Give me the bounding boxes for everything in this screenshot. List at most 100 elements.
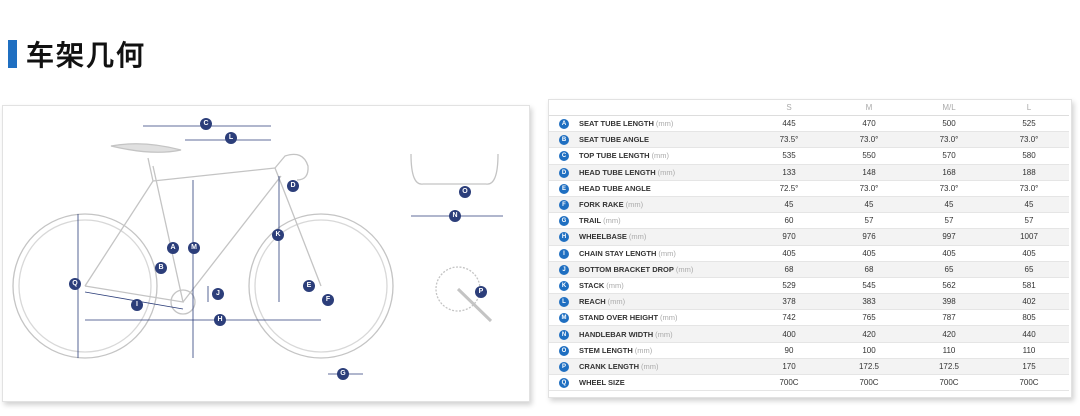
row-value: 1007 (989, 228, 1069, 246)
row-value: 172.5 (829, 358, 909, 376)
row-value: 148 (829, 164, 909, 181)
row-value: 997 (909, 228, 989, 246)
row-unit: (mm) (625, 200, 644, 210)
row-value: 100 (829, 342, 909, 359)
row-label: WHEEL SIZE (579, 374, 749, 392)
row-value: 420 (909, 325, 989, 343)
row-badge-cell: G (549, 212, 579, 230)
row-value: 700C (989, 374, 1069, 392)
row-badge-cell: A (549, 115, 579, 133)
crank-arm (456, 287, 493, 323)
row-badge-cell: B (549, 131, 579, 149)
label-d: D (287, 180, 299, 192)
label-g: G (337, 368, 349, 380)
label-e: E (303, 280, 315, 292)
header-label-col (579, 100, 749, 116)
label-q: Q (69, 278, 81, 290)
row-value: 110 (989, 342, 1069, 359)
row-value: 73.0° (989, 131, 1069, 149)
row-badge: P (559, 361, 569, 372)
row-value: 581 (989, 277, 1069, 295)
row-badge-cell: O (549, 342, 579, 359)
row-label-text: HANDLEBAR WIDTH (579, 329, 654, 339)
row-label-text: HEAD TUBE LENGTH (579, 167, 656, 177)
handlebar (274, 153, 309, 181)
row-label-text: TRAIL (579, 216, 602, 226)
row-label: SEAT TUBE ANGLE (579, 131, 749, 149)
row-label: CHAIN STAY LENGTH(mm) (579, 245, 749, 262)
row-badge-cell: Q (549, 374, 579, 392)
row-label: BOTTOM BRACKET DROP(mm) (579, 261, 749, 278)
row-value: 402 (989, 293, 1069, 311)
row-badge: I (559, 248, 569, 259)
row-value: 45 (989, 196, 1069, 214)
row-label-text: REACH (579, 297, 606, 307)
row-value: 535 (749, 147, 829, 165)
row-value: 700C (909, 374, 989, 392)
row-label-text: CHAIN STAY LENGTH (579, 248, 657, 258)
chainring (170, 289, 196, 315)
row-value: 57 (989, 212, 1069, 230)
row-value: 73.0° (909, 180, 989, 197)
row-badge-cell: M (549, 309, 579, 327)
rear-wheel (12, 213, 158, 359)
row-label: STEM LENGTH(mm) (579, 342, 749, 359)
row-badge-cell: D (549, 164, 579, 181)
row-value: 73.0° (829, 131, 909, 149)
row-unit: (mm) (634, 345, 653, 355)
row-unit: (mm) (607, 297, 626, 307)
row-value: 45 (749, 196, 829, 214)
row-label-text: TOP TUBE LENGTH (579, 151, 650, 161)
label-k: K (272, 229, 284, 241)
row-value: 742 (749, 309, 829, 327)
row-value: 405 (909, 245, 989, 262)
saddle (110, 143, 182, 153)
row-value: 73.0° (989, 180, 1069, 197)
row-value: 90 (749, 342, 829, 359)
row-value: 700C (749, 374, 829, 392)
row-badge-cell: K (549, 277, 579, 295)
row-unit: (mm) (660, 313, 678, 323)
row-value: 378 (749, 293, 829, 311)
row-label: HEAD TUBE ANGLE (579, 180, 749, 197)
row-value: 545 (829, 277, 909, 295)
row-value: 168 (909, 164, 989, 181)
label-a: A (167, 242, 179, 254)
row-label: CRANK LENGTH(mm) (579, 358, 749, 376)
header-badge-col (549, 100, 579, 116)
row-value: 172.5 (909, 358, 989, 376)
row-badge-cell: C (549, 147, 579, 165)
row-value: 60 (749, 212, 829, 230)
row-badge: N (559, 329, 569, 340)
seat-post (147, 157, 154, 182)
row-label-text: WHEEL SIZE (579, 378, 625, 388)
row-unit: (mm) (603, 216, 621, 226)
row-value: 976 (829, 228, 909, 246)
header-size-l: L (989, 100, 1069, 116)
label-h: H (214, 314, 226, 326)
label-f: F (322, 294, 334, 306)
row-label: STACK(mm) (579, 277, 749, 295)
header-size-s: S (749, 100, 829, 116)
header-size-ml: M/L (909, 100, 989, 116)
row-value: 73.0° (909, 131, 989, 149)
row-badge-cell: J (549, 261, 579, 278)
row-unit: (mm) (658, 248, 676, 258)
row-badge: A (559, 119, 569, 130)
row-value: 73.5° (749, 131, 829, 149)
row-badge: B (559, 135, 569, 146)
row-label-text: BOTTOM BRACKET DROP (579, 264, 674, 274)
table-header-row: S M M/L L (549, 100, 1069, 116)
row-value: 765 (829, 309, 909, 327)
label-j: J (212, 288, 224, 300)
row-label: HANDLEBAR WIDTH(mm) (579, 325, 749, 343)
row-value: 420 (829, 325, 909, 343)
row-value: 580 (989, 147, 1069, 165)
row-label-text: SEAT TUBE ANGLE (579, 135, 650, 145)
row-badge: E (559, 183, 569, 194)
